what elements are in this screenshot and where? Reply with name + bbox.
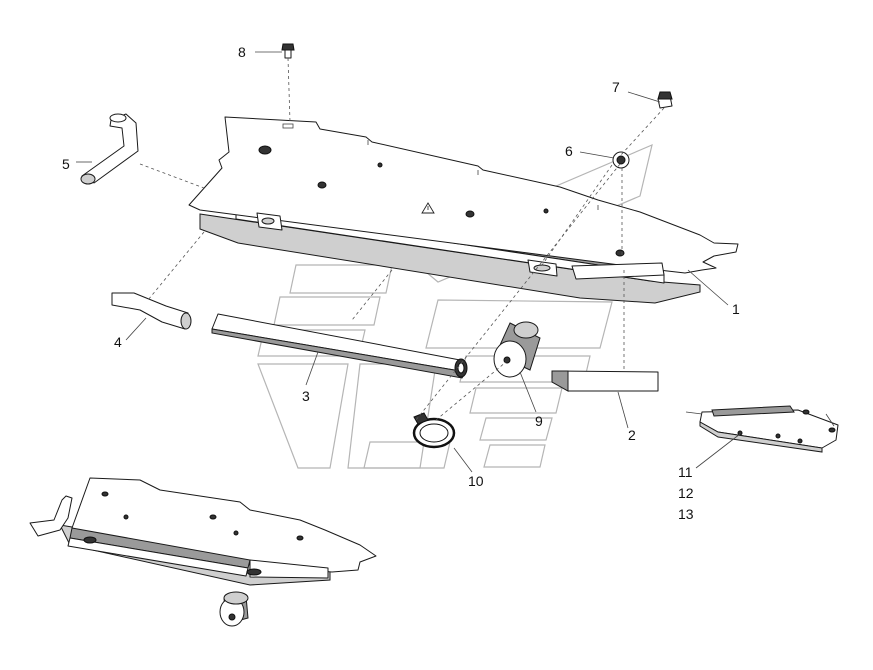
bolt-part-8 xyxy=(281,43,295,59)
rubber-mount-part-9 xyxy=(493,321,541,378)
rubber-strip-part-2 xyxy=(551,370,659,392)
callout-8: 8 xyxy=(238,44,246,60)
callout-5: 5 xyxy=(62,156,70,172)
callout-labels: 1 2 3 4 5 6 7 8 9 10 11 12 13 xyxy=(62,44,740,522)
callout-1: 1 xyxy=(732,301,740,317)
callout-13: 13 xyxy=(678,506,694,522)
assembly-unit-parts-11-13 xyxy=(685,405,839,453)
callout-7: 7 xyxy=(612,79,620,95)
washer-part-6 xyxy=(612,151,630,169)
callout-10: 10 xyxy=(468,473,484,489)
callout-11: 11 xyxy=(678,464,693,480)
bent-seal-part-4 xyxy=(111,292,192,330)
long-seal-part-3 xyxy=(211,313,468,379)
assembly-lines xyxy=(139,57,665,421)
hose-clamp-part-10 xyxy=(412,412,456,449)
callout-12: 12 xyxy=(678,485,694,501)
callout-4: 4 xyxy=(114,334,122,350)
assembled-view-lower xyxy=(29,477,377,627)
callout-6: 6 xyxy=(565,143,573,159)
callout-9: 9 xyxy=(535,413,543,429)
warning-triangle-icon xyxy=(421,202,435,214)
bolt-part-7 xyxy=(657,91,673,109)
leader-lines xyxy=(76,51,741,473)
cover-plate-part-1 xyxy=(188,116,739,304)
bent-pipe-part-5 xyxy=(80,113,139,185)
callout-3: 3 xyxy=(302,388,310,404)
stud-bolts xyxy=(258,145,625,257)
callout-2: 2 xyxy=(628,427,636,443)
